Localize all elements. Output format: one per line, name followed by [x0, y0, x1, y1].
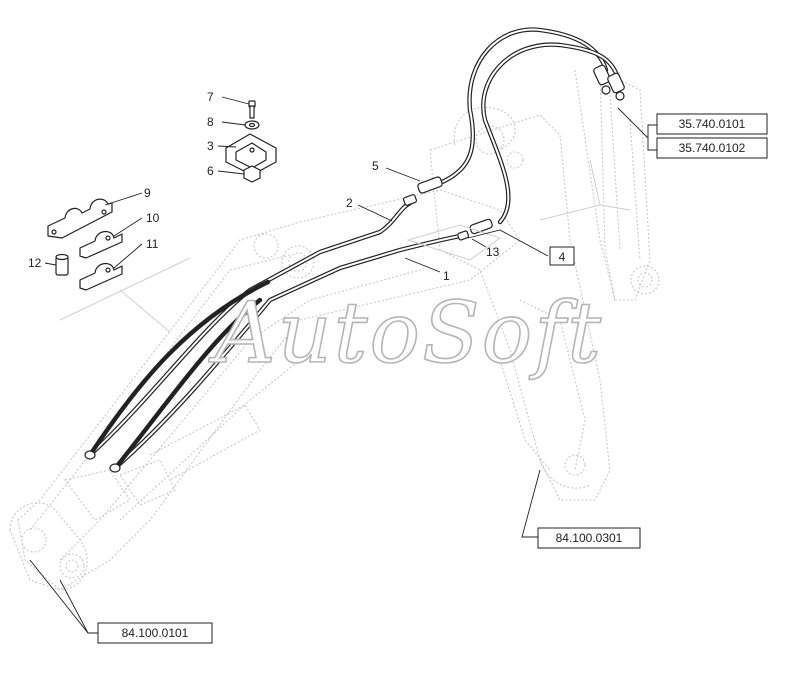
callout-3: 3	[207, 139, 214, 153]
callout-6: 6	[207, 164, 214, 178]
washer-part	[244, 120, 260, 130]
hydraulic-hoses	[87, 27, 621, 471]
single-clamp-lower-part	[79, 263, 123, 291]
callout-9: 9	[144, 186, 151, 200]
callout-12: 12	[28, 256, 42, 270]
callout-1: 1	[443, 269, 450, 283]
watermark-text: AutoSoft	[208, 284, 603, 382]
nut-part	[243, 165, 261, 183]
clamp-plate-part	[225, 133, 277, 176]
callout-labels: 7 8 3 6 9 10 11 12 2 5 1 13	[28, 90, 500, 283]
callout-4: 4	[559, 250, 566, 264]
ref-dipper-arm-label: 84.100.0301	[556, 531, 623, 545]
leader-lines	[29, 96, 657, 634]
ref-boom-label: 84.100.0101	[122, 626, 189, 640]
callout-10: 10	[146, 211, 160, 225]
callout-5: 5	[372, 159, 379, 173]
callout-8: 8	[207, 115, 214, 129]
dipper-arm-outline	[429, 106, 611, 501]
callout-13: 13	[486, 245, 500, 259]
ref-cylinder-bottom[interactable]: 35.740.0102	[656, 137, 768, 159]
single-clamp-upper-part	[79, 231, 123, 259]
cylinder-outline	[574, 69, 660, 301]
ref-dipper-arm[interactable]: 84.100.0301	[537, 527, 641, 549]
callout-7: 7	[207, 90, 214, 104]
ref-cylinder-top[interactable]: 35.740.0101	[656, 113, 768, 135]
callout-4-box: 4	[549, 246, 575, 266]
hose-fittings	[84, 64, 625, 473]
ref-cylinder-bottom-label: 35.740.0102	[679, 141, 746, 155]
callout-2: 2	[346, 196, 353, 210]
spacer-sleeve-part	[55, 253, 69, 276]
ref-cylinder-top-label: 35.740.0101	[679, 117, 746, 131]
bolt-part	[248, 100, 256, 119]
callout-11: 11	[146, 237, 159, 251]
ref-boom[interactable]: 84.100.0101	[97, 622, 213, 644]
